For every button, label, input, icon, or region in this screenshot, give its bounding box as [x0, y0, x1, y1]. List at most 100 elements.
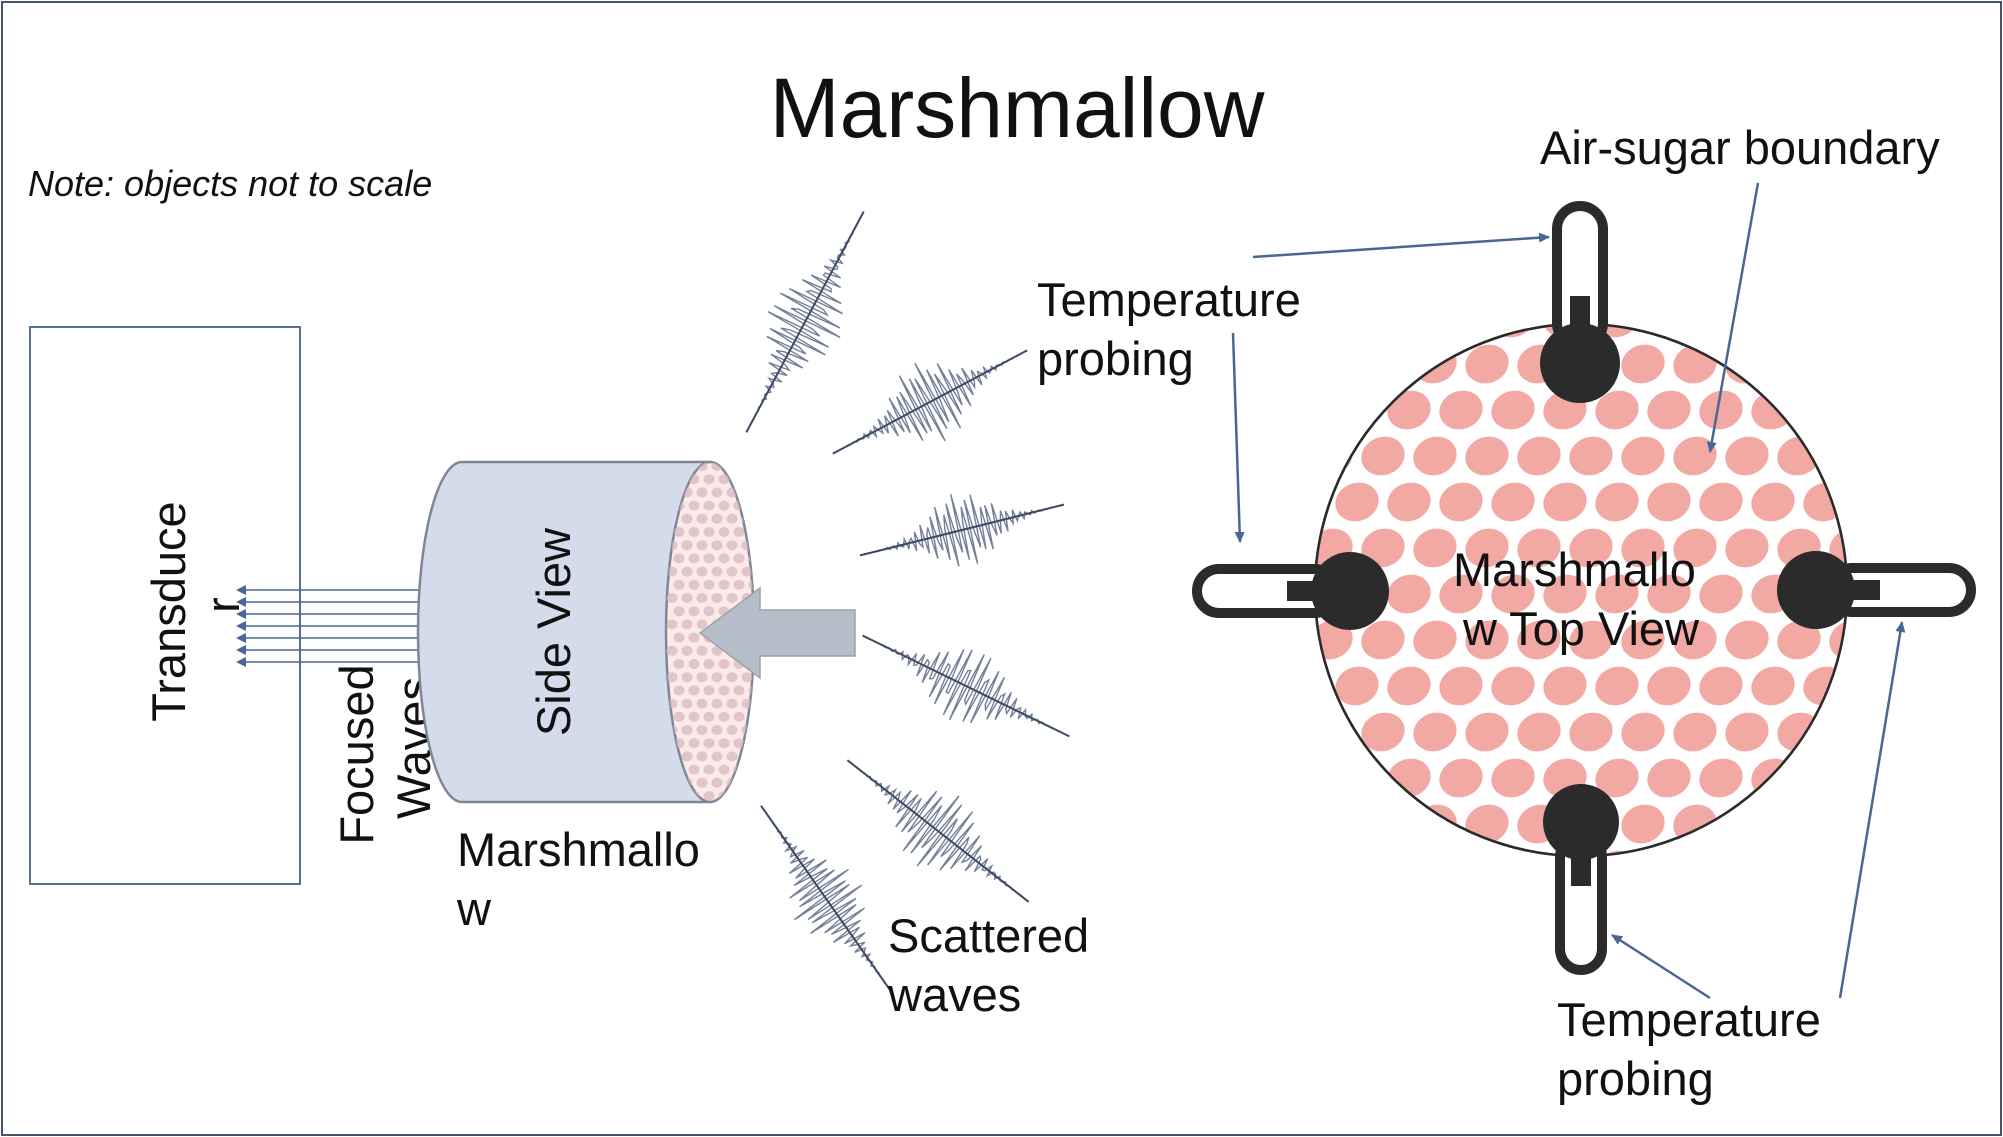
- temperature-probing-top-line2: probing: [1037, 332, 1194, 385]
- focused-waves-label-line1: Focused: [330, 664, 383, 844]
- disc-cavity: [741, 487, 753, 498]
- temperature-probing-label-top: Temperature probing: [1037, 273, 1314, 385]
- top-cavity: [1335, 482, 1379, 522]
- disc-cavity: [681, 672, 693, 683]
- top-cavity: [1621, 712, 1665, 752]
- disc-cavity: [688, 579, 700, 590]
- disc-cavity: [703, 711, 715, 722]
- transducer-label-line2: r: [196, 597, 249, 613]
- disc-cavity: [718, 579, 730, 590]
- top-cavity: [1647, 850, 1691, 856]
- top-cavity: [1465, 344, 1509, 384]
- disc-cavity: [703, 474, 715, 485]
- disc-cavity: [741, 462, 753, 471]
- top-cavity: [1387, 666, 1431, 706]
- scattered-wave-packet: [760, 805, 894, 995]
- top-cavity: [1621, 344, 1665, 384]
- disc-cavity: [681, 593, 693, 603]
- disc-cavity: [696, 540, 708, 551]
- top-cavity: [1699, 574, 1743, 614]
- top-cavity: [1335, 666, 1379, 706]
- disc-cavity: [666, 593, 678, 603]
- disc-cavity: [718, 527, 730, 537]
- top-cavity: [1595, 482, 1639, 522]
- top-cavity: [1569, 528, 1613, 568]
- transducer-label: Transduce r: [142, 488, 249, 721]
- disc-cavity: [741, 566, 753, 577]
- top-cavity: [1725, 620, 1769, 660]
- top-cavity: [1699, 758, 1743, 798]
- top-cavity: [1751, 482, 1795, 522]
- disc-cavity: [681, 725, 693, 735]
- disc-cavity: [696, 751, 708, 762]
- disc-cavity: [703, 527, 715, 537]
- top-view-label: Marshmallo w Top View: [1453, 543, 1709, 655]
- disc-cavity: [673, 711, 685, 722]
- top-cavity: [1413, 620, 1457, 660]
- disc-cavity: [688, 606, 700, 617]
- disc-cavity: [666, 566, 678, 577]
- top-cavity: [1517, 528, 1561, 568]
- top-cavity: [1699, 666, 1743, 706]
- top-cavity: [1621, 528, 1665, 568]
- top-cavity: [1517, 436, 1561, 476]
- disc-cavity: [733, 553, 745, 564]
- disc-cavity: [748, 791, 754, 801]
- top-cavity: [1517, 712, 1561, 752]
- top-cavity: [1829, 528, 1847, 568]
- top-cavity: [1543, 666, 1587, 706]
- top-cavity: [1621, 620, 1665, 660]
- scattered-waves-label: Scattered waves: [887, 909, 1102, 1021]
- top-cavity: [1413, 528, 1457, 568]
- temperature-probing-label-bottom: Temperature probing: [1557, 993, 1834, 1105]
- temperature-probing-bottom-line1: Temperature: [1557, 993, 1821, 1046]
- disc-cavity: [726, 566, 738, 577]
- top-cavity: [1517, 620, 1561, 660]
- top-cavity: [1413, 712, 1457, 752]
- disc-cavity: [703, 764, 715, 775]
- disc-cavity: [726, 540, 738, 551]
- scattered-wave-packet: [862, 634, 1070, 738]
- callout-arrow-to-bottom-probe: [1611, 933, 1711, 1000]
- top-cavity: [1491, 666, 1535, 706]
- disc-cavity: [748, 579, 754, 590]
- top-view-label-line2: w Top View: [1462, 602, 1700, 655]
- top-cavity: [1777, 620, 1821, 660]
- disc-cavity: [711, 540, 723, 551]
- callout-arrow-to-left-probe: [1231, 332, 1245, 543]
- disc-cavity: [733, 711, 745, 722]
- disc-cavity: [681, 698, 693, 709]
- callout-arrow-to-right-probe: [1838, 621, 1906, 999]
- temperature-probe-top: [1540, 201, 1620, 403]
- top-cavity: [1725, 712, 1769, 752]
- scattered-wave-packets: [745, 211, 1070, 995]
- disc-cavity: [741, 777, 753, 788]
- disc-cavity: [681, 513, 693, 524]
- marshmallow-top-view: [1313, 322, 1849, 858]
- scattered-wave-packet: [859, 494, 1065, 567]
- disc-cavity: [718, 659, 730, 669]
- disc-cavity: [726, 462, 738, 471]
- disc-cavity: [696, 593, 708, 603]
- disc-cavity: [718, 711, 730, 722]
- disc-cavity: [673, 606, 685, 617]
- cylinder-body: [416, 460, 712, 804]
- top-cavity: [1439, 666, 1483, 706]
- disc-cavity: [673, 632, 685, 643]
- top-cavity: [1439, 324, 1483, 338]
- disc-cavity: [711, 566, 723, 577]
- callout-arrow-to-top-probe: [1252, 232, 1550, 259]
- scattered-wave-packet: [846, 759, 1030, 903]
- top-cavity: [1465, 436, 1509, 476]
- disc-cavity: [696, 566, 708, 577]
- top-cavity: [1595, 666, 1639, 706]
- disc-cavity: [733, 474, 745, 485]
- disc-cavity: [741, 672, 753, 683]
- disc-cavity: [673, 685, 685, 696]
- top-cavity: [1361, 620, 1405, 660]
- disc-cavity: [711, 593, 723, 603]
- temperature-probing-bottom-line2: probing: [1557, 1052, 1714, 1105]
